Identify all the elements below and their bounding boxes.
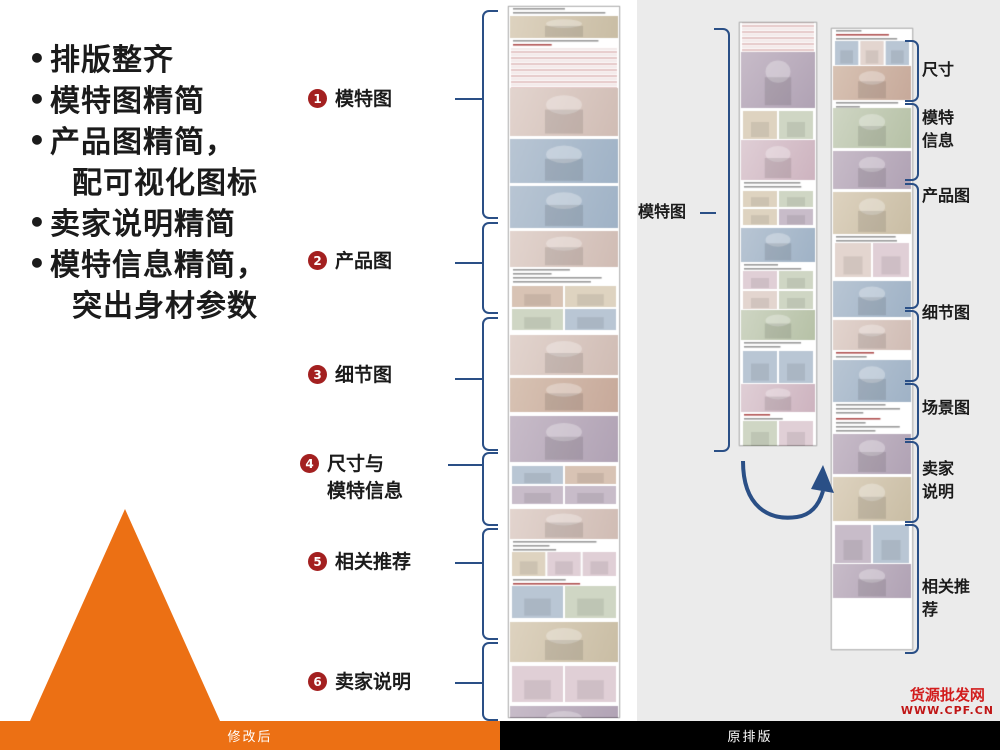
watermark: 货源批发网 WWW.CPF.CN xyxy=(901,688,994,718)
list-item: 卖家说明精简 xyxy=(26,202,356,245)
label-scene-image: 场景图 xyxy=(922,398,971,417)
list-item: 突出身材参数 xyxy=(72,289,258,324)
number-badge: 6 xyxy=(308,672,327,691)
watermark-subtitle: WWW.CPF.CN xyxy=(900,704,994,717)
list-item: 配可视化图标 xyxy=(72,166,258,201)
bracket-detail-image xyxy=(905,310,919,382)
right-panel-background xyxy=(637,0,1000,721)
bracket-section-1 xyxy=(482,10,498,219)
section-label-text: 相关推荐 xyxy=(335,551,412,573)
section-label-text: 产品图 xyxy=(335,250,393,272)
bracket-original-model xyxy=(714,28,730,452)
number-badge: 4 xyxy=(300,454,319,473)
bracket-product-image xyxy=(905,183,919,309)
bracket-section-5 xyxy=(482,528,498,640)
list-item: 模特信息精简， xyxy=(26,243,356,286)
bracket-section-4 xyxy=(482,452,498,526)
product-page-preview-original-top[interactable] xyxy=(739,22,817,446)
label-product-image: 产品图 xyxy=(922,186,971,205)
section-label-text: 细节图 xyxy=(335,364,393,386)
bracket-section-3 xyxy=(482,317,498,451)
bracket-connector xyxy=(455,378,483,380)
bracket-connector xyxy=(448,464,483,466)
bracket-section-2 xyxy=(482,222,498,314)
section-label-text: 卖家说明 xyxy=(335,671,412,693)
section-label-3: 3 细节图 xyxy=(308,362,392,389)
bracket-connector xyxy=(455,682,483,684)
footer-label-before: 原排版 xyxy=(500,721,1000,750)
product-page-preview-improved[interactable] xyxy=(508,6,620,718)
section-label-text: 尺寸与 模特信息 xyxy=(327,453,404,502)
bullet-list: 排版整齐 模特图精简 产品图精简， 配可视化图标 卖家说明精简 模特信息精简， … xyxy=(26,38,356,327)
label-seller-note: 卖家 说明 xyxy=(922,459,955,501)
label-detail-image: 细节图 xyxy=(922,303,971,322)
number-badge: 5 xyxy=(308,552,327,571)
number-badge: 1 xyxy=(308,89,327,108)
section-label-2: 2 产品图 xyxy=(308,248,392,275)
bracket-connector xyxy=(455,562,483,564)
bracket-connector xyxy=(455,98,483,100)
label-related-recommend: 相关推 荐 xyxy=(922,577,971,619)
section-label-text: 模特图 xyxy=(335,88,393,110)
section-label-5: 5 相关推荐 xyxy=(308,549,411,576)
curved-arrow-icon xyxy=(741,460,834,520)
orange-triangle-shape xyxy=(30,509,220,721)
bracket-model-info xyxy=(905,103,919,181)
label-size: 尺寸 xyxy=(922,60,955,79)
label-model-info: 模特 信息 xyxy=(922,108,955,150)
bracket-seller-note xyxy=(905,441,919,523)
list-item: 产品图精简， xyxy=(26,120,356,163)
product-page-preview-original-bottom[interactable] xyxy=(831,28,913,650)
number-badge: 3 xyxy=(308,365,327,384)
footer-label-after: 修改后 xyxy=(0,721,500,750)
number-badge: 2 xyxy=(308,251,327,270)
section-label-4: 4 尺寸与 模特信息 xyxy=(300,451,403,505)
bracket-related-recommend xyxy=(905,524,919,654)
label-model-image-original: 模特图 xyxy=(638,202,687,221)
section-label-1: 1 模特图 xyxy=(308,86,392,113)
bracket-connector xyxy=(700,212,716,214)
section-label-6: 6 卖家说明 xyxy=(308,669,411,696)
bracket-connector xyxy=(455,262,483,264)
watermark-title: 货源批发网 xyxy=(909,686,985,704)
bracket-scene-image xyxy=(905,383,919,440)
bracket-size xyxy=(905,40,919,102)
list-item: 排版整齐 xyxy=(26,38,356,81)
list-item: 模特图精简 xyxy=(26,79,356,122)
bracket-section-6 xyxy=(482,642,498,721)
